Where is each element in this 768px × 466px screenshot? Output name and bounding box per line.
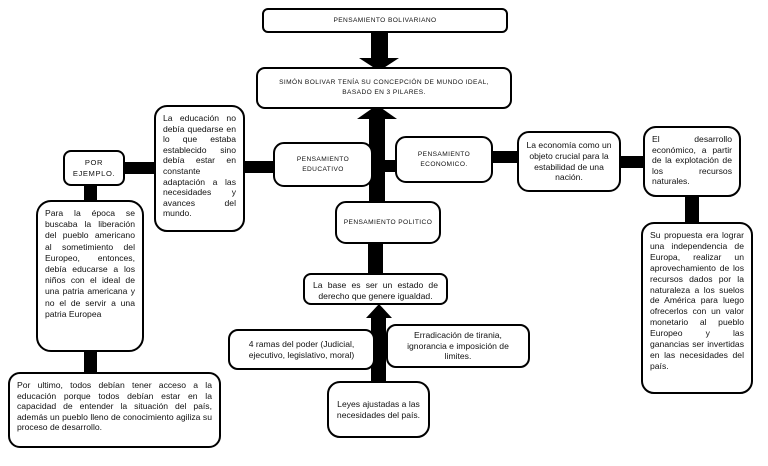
node-label: PENSAMIENTO POLITICO [343, 218, 433, 226]
connector-economia-desarrollo [619, 156, 644, 168]
node-label: PENSAMIENTO BOLIVARIANO [333, 16, 437, 24]
node-label: La educación no debía quedarse en lo que… [163, 113, 236, 219]
node-label: Por ultimo, todos debían tener acceso a … [17, 380, 212, 433]
connector-educacion-educativo [244, 161, 274, 173]
node-label: La economía como un objeto crucial para … [526, 140, 612, 183]
node-pensamiento-educativo: PENSAMIENTO EDUCATIVO [273, 142, 373, 187]
node-para-la-epoca: Para la época se buscaba la liberación d… [36, 200, 144, 352]
node-la-base: La base es ser un estado de derecho que … [303, 273, 448, 305]
node-pensamiento-economico: PENSAMIENTO ECONOMICO. [395, 136, 493, 183]
node-pensamiento-politico: PENSAMIENTO POLITICO [335, 201, 441, 244]
node-erradicacion: Erradicación de tirania, ignorancia e im… [386, 324, 530, 368]
node-label: PENSAMIENTO EDUCATIVO [296, 155, 350, 173]
connector-politico-base [368, 243, 383, 275]
node-concepcion-3-pilares: SIMÓN BOLIVAR TENÍA SU CONCEPCIÓN DE MUN… [256, 67, 512, 109]
node-label: La base es ser un estado de derecho que … [313, 280, 438, 301]
arrow-up-small-icon [366, 304, 392, 318]
node-label: Para la época se buscaba la liberación d… [45, 208, 135, 319]
node-4-ramas: 4 ramas del poder (Judicial, ejecutivo, … [228, 329, 375, 370]
connector-leyes-base-shaft [371, 316, 386, 382]
node-economia-objeto: La economía como un objeto crucial para … [517, 131, 621, 192]
connector-educativo-economico [370, 160, 397, 172]
connector-desarrollo-propuesta [685, 195, 699, 223]
node-por-ejemplo: POR EJEMPLO. [63, 150, 125, 186]
node-leyes-ajustadas: Leyes ajustadas a las necesidades del pa… [327, 381, 430, 438]
node-por-ultimo: Por ultimo, todos debían tener acceso a … [8, 372, 221, 448]
node-label: Erradicación de tirania, ignorancia e im… [407, 330, 509, 362]
node-label: Leyes ajustadas a las necesidades del pa… [336, 398, 421, 420]
connector-porejemplo-epoca [84, 184, 97, 202]
node-educacion-detalle: La educación no debía quedarse en lo que… [154, 105, 245, 232]
node-label: POR EJEMPLO. [72, 158, 116, 178]
node-label: PENSAMIENTO ECONOMICO. [417, 150, 471, 168]
connector-bolivariano-concepcion-shaft [371, 31, 388, 60]
node-label: Su propuesta era lograr una independenci… [650, 230, 744, 371]
node-pensamiento-bolivariano: PENSAMIENTO BOLIVARIANO [262, 8, 508, 33]
connector-economico-economia [491, 151, 518, 163]
node-label: SIMÓN BOLIVAR TENÍA SU CONCEPCIÓN DE MUN… [279, 79, 489, 96]
node-label: El desarrollo económico, a partir de la … [652, 134, 732, 187]
node-desarrollo-economico: El desarrollo económico, a partir de la … [643, 126, 741, 197]
node-label: 4 ramas del poder (Judicial, ejecutivo, … [248, 338, 355, 360]
connector-porejemplo-educacion [123, 162, 156, 174]
node-su-propuesta: Su propuesta era lograr una independenci… [641, 222, 753, 394]
connector-epoca-porultimo [84, 350, 97, 373]
